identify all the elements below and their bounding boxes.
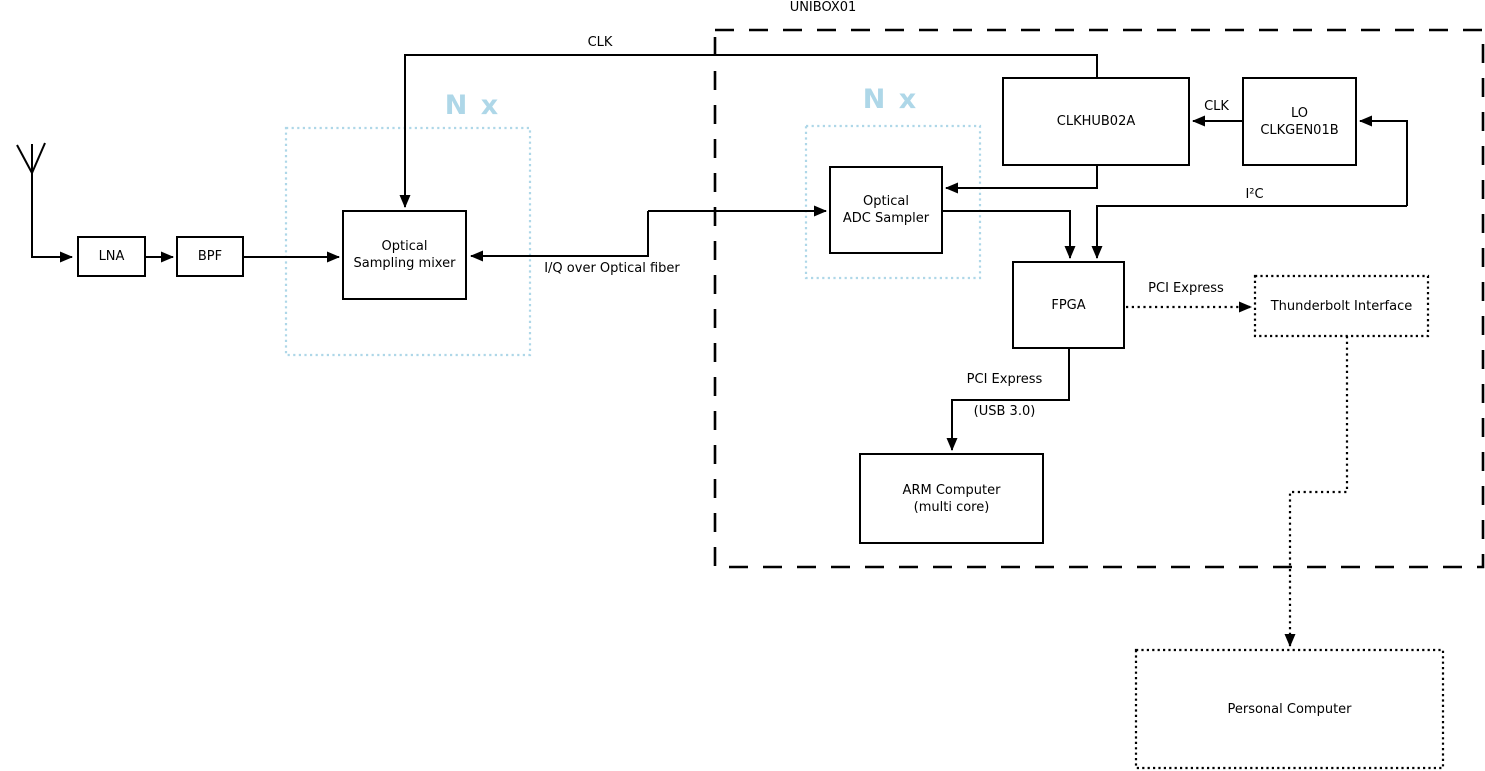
antenna-right-arm bbox=[31, 142, 46, 174]
fiber-label: I/Q over Optical fiber bbox=[544, 261, 680, 276]
edge-i2c-to-fpga bbox=[1091, 205, 1407, 259]
clkhub02a-label: CLKHUB02A bbox=[1003, 78, 1189, 165]
lna-label-text: LNA bbox=[98, 249, 125, 264]
optical-adc-sampler-box bbox=[829, 166, 943, 254]
antenna-left-arm bbox=[16, 144, 33, 174]
arm-computer-box bbox=[859, 453, 1044, 544]
multiplier-label-left: N x bbox=[444, 90, 501, 121]
usb3-label: (USB 3.0) bbox=[973, 404, 1036, 419]
edge-clk-to-mixer bbox=[399, 54, 1098, 208]
edge-i2c-to-lo bbox=[1359, 115, 1408, 206]
fpga-label: FPGA bbox=[1013, 262, 1124, 348]
optical-sampling-mixer-label: Optical Sampling mixer bbox=[343, 211, 466, 299]
lo-label-line2: CLKGEN01B bbox=[1260, 122, 1339, 138]
edge-thunderbolt-to-pc bbox=[1284, 336, 1349, 647]
multiplier-label-right: N x bbox=[862, 84, 919, 115]
arm-label-line1: ARM Computer bbox=[902, 482, 1001, 498]
bpf-label: BPF bbox=[177, 237, 243, 276]
pc-label-text: Personal Computer bbox=[1227, 701, 1352, 717]
fpga-label-text: FPGA bbox=[1051, 297, 1086, 313]
optical-sampling-mixer-box bbox=[342, 210, 467, 300]
edge-clk-to-adc bbox=[945, 165, 1098, 194]
lo-label-line1: LO bbox=[1290, 105, 1308, 121]
edge-adc-to-fpga bbox=[942, 210, 1076, 259]
arm-computer-label: ARM Computer (multi core) bbox=[860, 454, 1043, 543]
mixer-label-line1: Optical bbox=[381, 239, 428, 254]
pcie-arm-label: PCI Express bbox=[966, 372, 1043, 387]
unibox01-enclosure bbox=[713, 28, 1485, 569]
bpf-label-text: BPF bbox=[197, 249, 223, 264]
optical-adc-sampler-label: Optical ADC Sampler bbox=[830, 167, 942, 253]
i2c-label: I²C bbox=[1245, 187, 1264, 202]
personal-computer-label: Personal Computer bbox=[1136, 650, 1443, 768]
lo-clkgen01b-label: LO CLKGEN01B bbox=[1243, 78, 1356, 165]
arm-label-line2: (multi core) bbox=[913, 499, 990, 515]
thunderbolt-label-text: Thunderbolt Interface bbox=[1270, 298, 1413, 314]
edge-fiber-to-mixer bbox=[470, 211, 649, 262]
clk-lo-label: CLK bbox=[1204, 99, 1229, 114]
fpga-box bbox=[1012, 261, 1125, 349]
adc-label-line2: ADC Sampler bbox=[842, 211, 930, 226]
clk-top-label: CLK bbox=[587, 35, 613, 50]
thunderbolt-interface-box bbox=[1253, 274, 1430, 338]
pcie-thunderbolt-label: PCI Express bbox=[1148, 281, 1224, 296]
edge-fpga-to-arm bbox=[946, 348, 1070, 451]
thunderbolt-interface-label: Thunderbolt Interface bbox=[1255, 276, 1428, 336]
unibox01-title: UNIBOX01 bbox=[789, 0, 857, 15]
personal-computer-box bbox=[1134, 648, 1445, 770]
clkhub-label-text: CLKHUB02A bbox=[1056, 114, 1136, 129]
adc-label-line1: Optical bbox=[863, 194, 909, 209]
lna-label: LNA bbox=[78, 237, 145, 276]
antenna-feed-line bbox=[31, 144, 73, 263]
mixer-label-line2: Sampling mixer bbox=[353, 256, 456, 271]
lo-clkgen01b-box bbox=[1242, 77, 1357, 166]
